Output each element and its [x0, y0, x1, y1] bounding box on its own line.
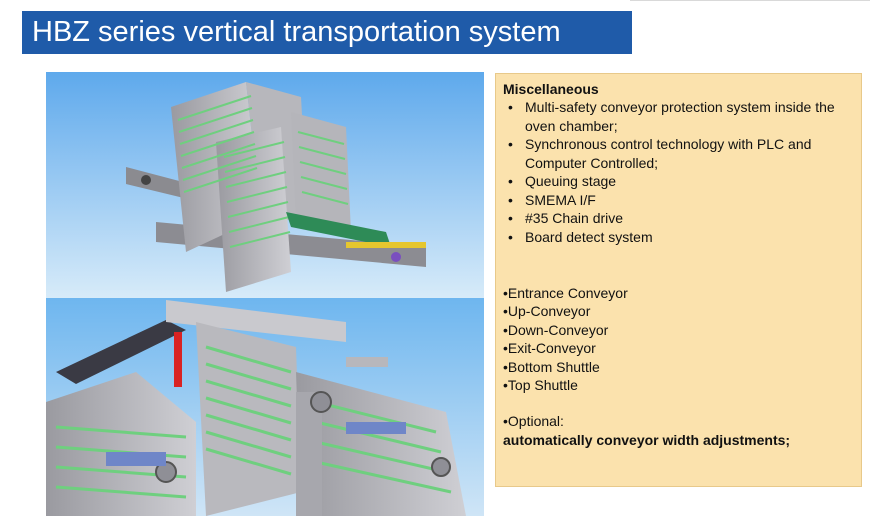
top-render-image [46, 72, 484, 298]
features-panel: Miscellaneous Multi-safety conveyor prot… [495, 73, 862, 487]
feature-item: Queuing stage [503, 172, 853, 191]
machine-render-images [46, 72, 484, 516]
optional-detail: automatically conveyor width adjustments… [503, 431, 791, 448]
stage-item: •Top Shuttle [503, 377, 578, 394]
header-divider-line [630, 0, 870, 1]
stage-item: •Up-Conveyor [503, 303, 591, 320]
slide-title: HBZ series vertical transportation syste… [22, 11, 632, 54]
conveyor-stage-list: •Entrance Conveyor •Up-Conveyor •Down-Co… [503, 284, 853, 394]
feature-item: Multi-safety conveyor protection system … [503, 98, 853, 135]
stage-item: •Exit-Conveyor [503, 340, 596, 357]
miscellaneous-heading: Miscellaneous [503, 81, 599, 97]
stage-item: •Entrance Conveyor [503, 285, 628, 301]
feature-list: Multi-safety conveyor protection system … [503, 98, 853, 246]
feature-item: Synchronous control technology with PLC … [503, 135, 853, 172]
feature-item: Board detect system [503, 228, 853, 247]
optional-label: •Optional: [503, 413, 564, 430]
bottom-render-image [46, 298, 484, 516]
stage-item: •Bottom Shuttle [503, 358, 600, 375]
stage-item: •Down-Conveyor [503, 321, 609, 338]
feature-item: SMEMA I/F [503, 191, 853, 210]
feature-item: #35 Chain drive [503, 209, 853, 228]
